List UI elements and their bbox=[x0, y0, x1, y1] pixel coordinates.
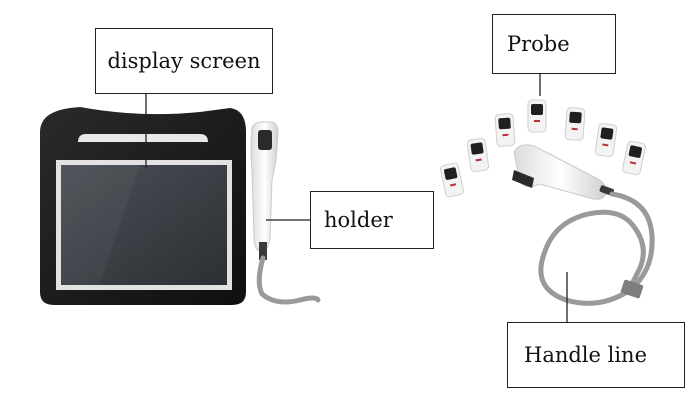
cable-illustration bbox=[538, 191, 655, 306]
label-handle-line: Handle line bbox=[507, 322, 685, 388]
leader-lines bbox=[145, 74, 568, 322]
handpiece-illustration bbox=[250, 121, 321, 305]
probe-cartridge bbox=[527, 99, 547, 133]
label-display-screen: display screen bbox=[95, 28, 273, 94]
probe-cartridge bbox=[594, 122, 618, 158]
probe-cartridge bbox=[564, 107, 586, 141]
probe-cartridge bbox=[494, 113, 516, 147]
device-illustration bbox=[40, 107, 246, 305]
probe-cartridge bbox=[466, 137, 490, 173]
label-holder: holder bbox=[310, 191, 434, 249]
label-display-screen-text: display screen bbox=[107, 49, 261, 73]
label-probe: Probe bbox=[492, 14, 616, 74]
label-holder-text: holder bbox=[324, 208, 393, 232]
probe-cartridge bbox=[440, 162, 464, 198]
loose-handpiece bbox=[512, 144, 615, 200]
label-handle-line-text: Handle line bbox=[524, 343, 648, 367]
probe-cartridges bbox=[440, 99, 646, 198]
probe-cartridge bbox=[622, 140, 646, 176]
label-probe-text: Probe bbox=[507, 32, 570, 56]
